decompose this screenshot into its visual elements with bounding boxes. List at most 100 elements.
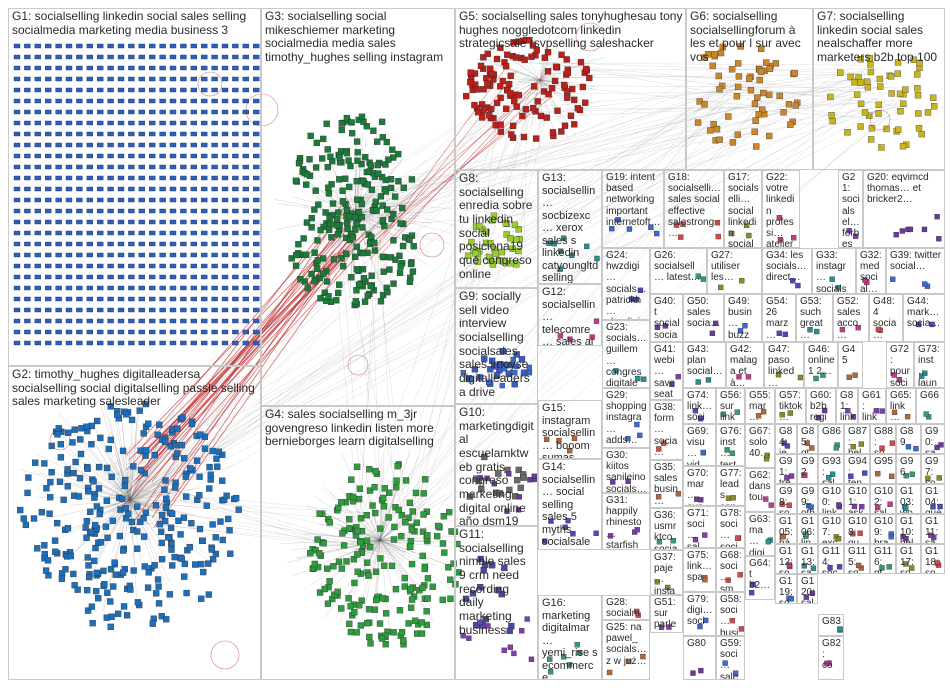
node <box>169 208 177 214</box>
edge <box>334 75 733 224</box>
node <box>45 76 52 82</box>
group-g82: G82: co… ge… <box>818 636 844 680</box>
group-label: G84: je… ve… <box>779 426 793 454</box>
node <box>232 109 239 115</box>
node <box>148 175 156 181</box>
node <box>111 559 118 566</box>
node <box>252 197 260 203</box>
node <box>211 340 218 346</box>
node <box>232 120 239 126</box>
node <box>13 274 21 280</box>
node <box>242 186 250 192</box>
node <box>211 153 218 159</box>
node <box>86 186 94 192</box>
edge <box>153 489 399 558</box>
node <box>211 76 218 82</box>
node <box>45 274 52 280</box>
edge <box>357 86 540 544</box>
edge <box>323 486 381 541</box>
node <box>76 329 83 335</box>
node <box>117 241 125 247</box>
node <box>76 252 83 258</box>
edge <box>379 539 456 592</box>
group-label: G13: socialsellin… socbizexc… xerox sale… <box>542 172 599 284</box>
edge <box>108 503 406 547</box>
node <box>55 208 62 214</box>
node <box>65 43 73 49</box>
node <box>128 153 135 159</box>
node <box>159 43 166 49</box>
node <box>13 197 21 203</box>
node <box>232 142 239 148</box>
node <box>242 142 250 148</box>
node <box>76 109 83 115</box>
node <box>232 43 239 49</box>
edge <box>151 244 501 483</box>
node <box>167 524 175 531</box>
node <box>232 197 239 203</box>
node <box>65 252 73 258</box>
edge <box>370 71 517 255</box>
node <box>24 120 31 126</box>
edge <box>379 539 416 554</box>
node <box>190 109 198 115</box>
node <box>177 531 184 538</box>
node <box>22 521 29 529</box>
node <box>45 131 52 137</box>
node <box>232 230 239 236</box>
node <box>200 329 208 335</box>
node <box>24 186 31 192</box>
group-label: G97: so… <box>925 456 939 484</box>
node <box>138 164 146 170</box>
group-g74: G74: link… soci… <box>683 388 716 424</box>
group-label: G19: intent based networking important i… <box>606 172 661 228</box>
node <box>45 296 52 302</box>
node <box>86 285 94 291</box>
node <box>252 65 260 71</box>
node <box>169 340 177 346</box>
node <box>190 252 198 258</box>
group-g78: G78: soci… soci… <box>716 506 745 548</box>
node <box>128 87 135 93</box>
group-g100: G100: link… <box>818 484 844 514</box>
edge <box>366 211 475 240</box>
edge <box>354 214 434 242</box>
group-g89: G89 <box>896 424 921 454</box>
node <box>169 296 177 302</box>
node <box>148 296 156 302</box>
node <box>107 175 114 181</box>
node <box>200 252 208 258</box>
group-label: G70: mar… eve… <box>687 468 709 505</box>
node <box>128 54 135 60</box>
group-label: G24: hwzdigi… socials… patrickh… claudia… <box>606 250 647 319</box>
group-g64: G64: t b2… <box>745 556 775 600</box>
edge <box>125 74 530 477</box>
edge <box>51 499 131 544</box>
group-g47: G47: paso linked… <box>764 342 804 388</box>
node <box>159 340 166 346</box>
node <box>242 219 250 225</box>
group-label: G25: na pawel_ socials… z w już… <box>606 622 647 667</box>
node <box>221 340 229 346</box>
group-g81: G81: link… <box>836 388 858 424</box>
node <box>197 431 204 438</box>
node <box>140 533 148 540</box>
node <box>159 131 166 137</box>
group-label: G21: socialsel… forbes social extra… <box>842 172 860 248</box>
node <box>138 65 146 71</box>
group-label: G111: sa… <box>925 516 939 544</box>
node <box>148 153 156 159</box>
group-g105: G105: háv… <box>775 514 797 544</box>
node <box>138 120 146 126</box>
group-label: G5: socialselling sales tonyhughesau ton… <box>459 9 683 51</box>
node <box>76 263 83 269</box>
node <box>211 296 218 302</box>
node <box>86 296 94 302</box>
edge <box>354 214 428 258</box>
node <box>13 230 21 236</box>
node <box>96 197 104 203</box>
node <box>96 318 104 324</box>
node <box>252 98 260 104</box>
node <box>45 307 52 313</box>
node-layer <box>13 22 944 676</box>
